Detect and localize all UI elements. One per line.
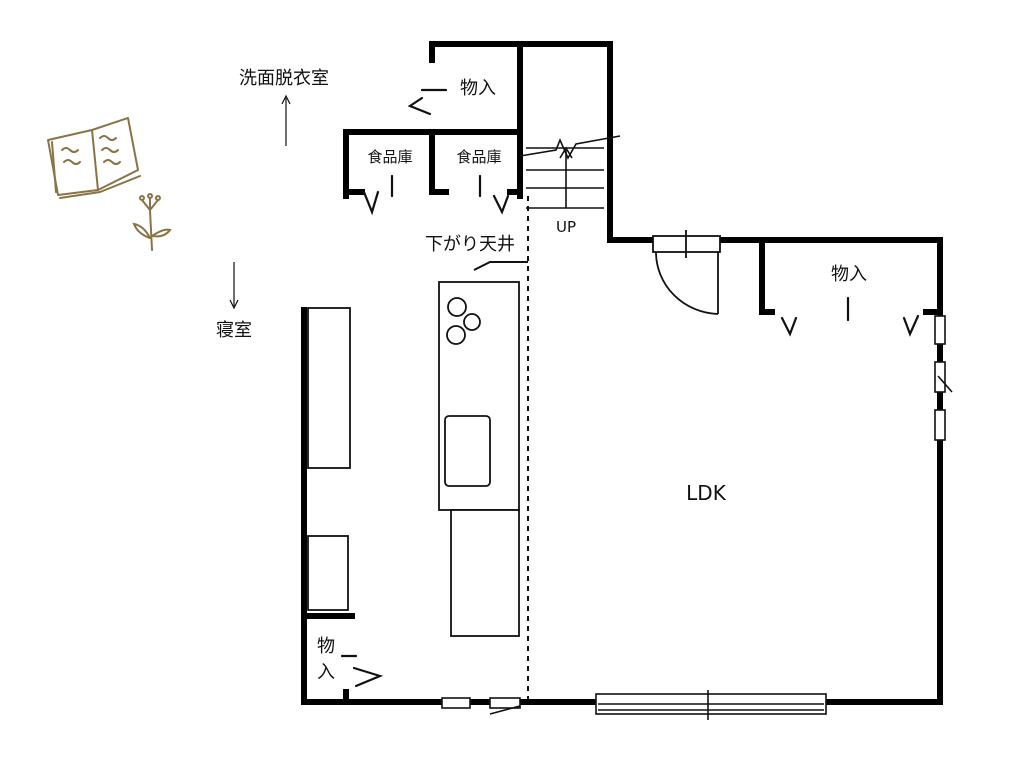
room-arrows	[229, 94, 291, 310]
storage-bottom-label-1: 物	[317, 636, 335, 657]
ldk-label: LDK	[686, 481, 727, 505]
pantry-left-label: 食品庫	[367, 148, 412, 166]
storage-bottom-label-2: 入	[317, 662, 335, 683]
stairs	[519, 135, 621, 209]
bedroom-label: 寝室	[216, 320, 252, 341]
bottom-windows	[441, 690, 827, 720]
pantry-right-label: 食品庫	[456, 148, 501, 166]
left-cabinets	[307, 307, 351, 611]
lowered-ceiling-label: 下がり天井	[425, 234, 515, 255]
door-ldk	[652, 230, 721, 315]
kitchen-counter	[438, 281, 520, 637]
storage-door-marks	[340, 88, 920, 688]
lowered-ceiling-leader	[473, 261, 528, 271]
right-windows	[934, 315, 953, 441]
flower-doodle-icon	[132, 193, 172, 251]
washroom-label: 洗面脱衣室	[239, 68, 329, 89]
walls	[301, 41, 943, 705]
open-book-doodle-icon	[47, 117, 141, 199]
storage-right-label: 物入	[831, 264, 867, 285]
stairs-up-label: UP	[556, 218, 576, 236]
storage-top-label: 物入	[460, 78, 496, 99]
